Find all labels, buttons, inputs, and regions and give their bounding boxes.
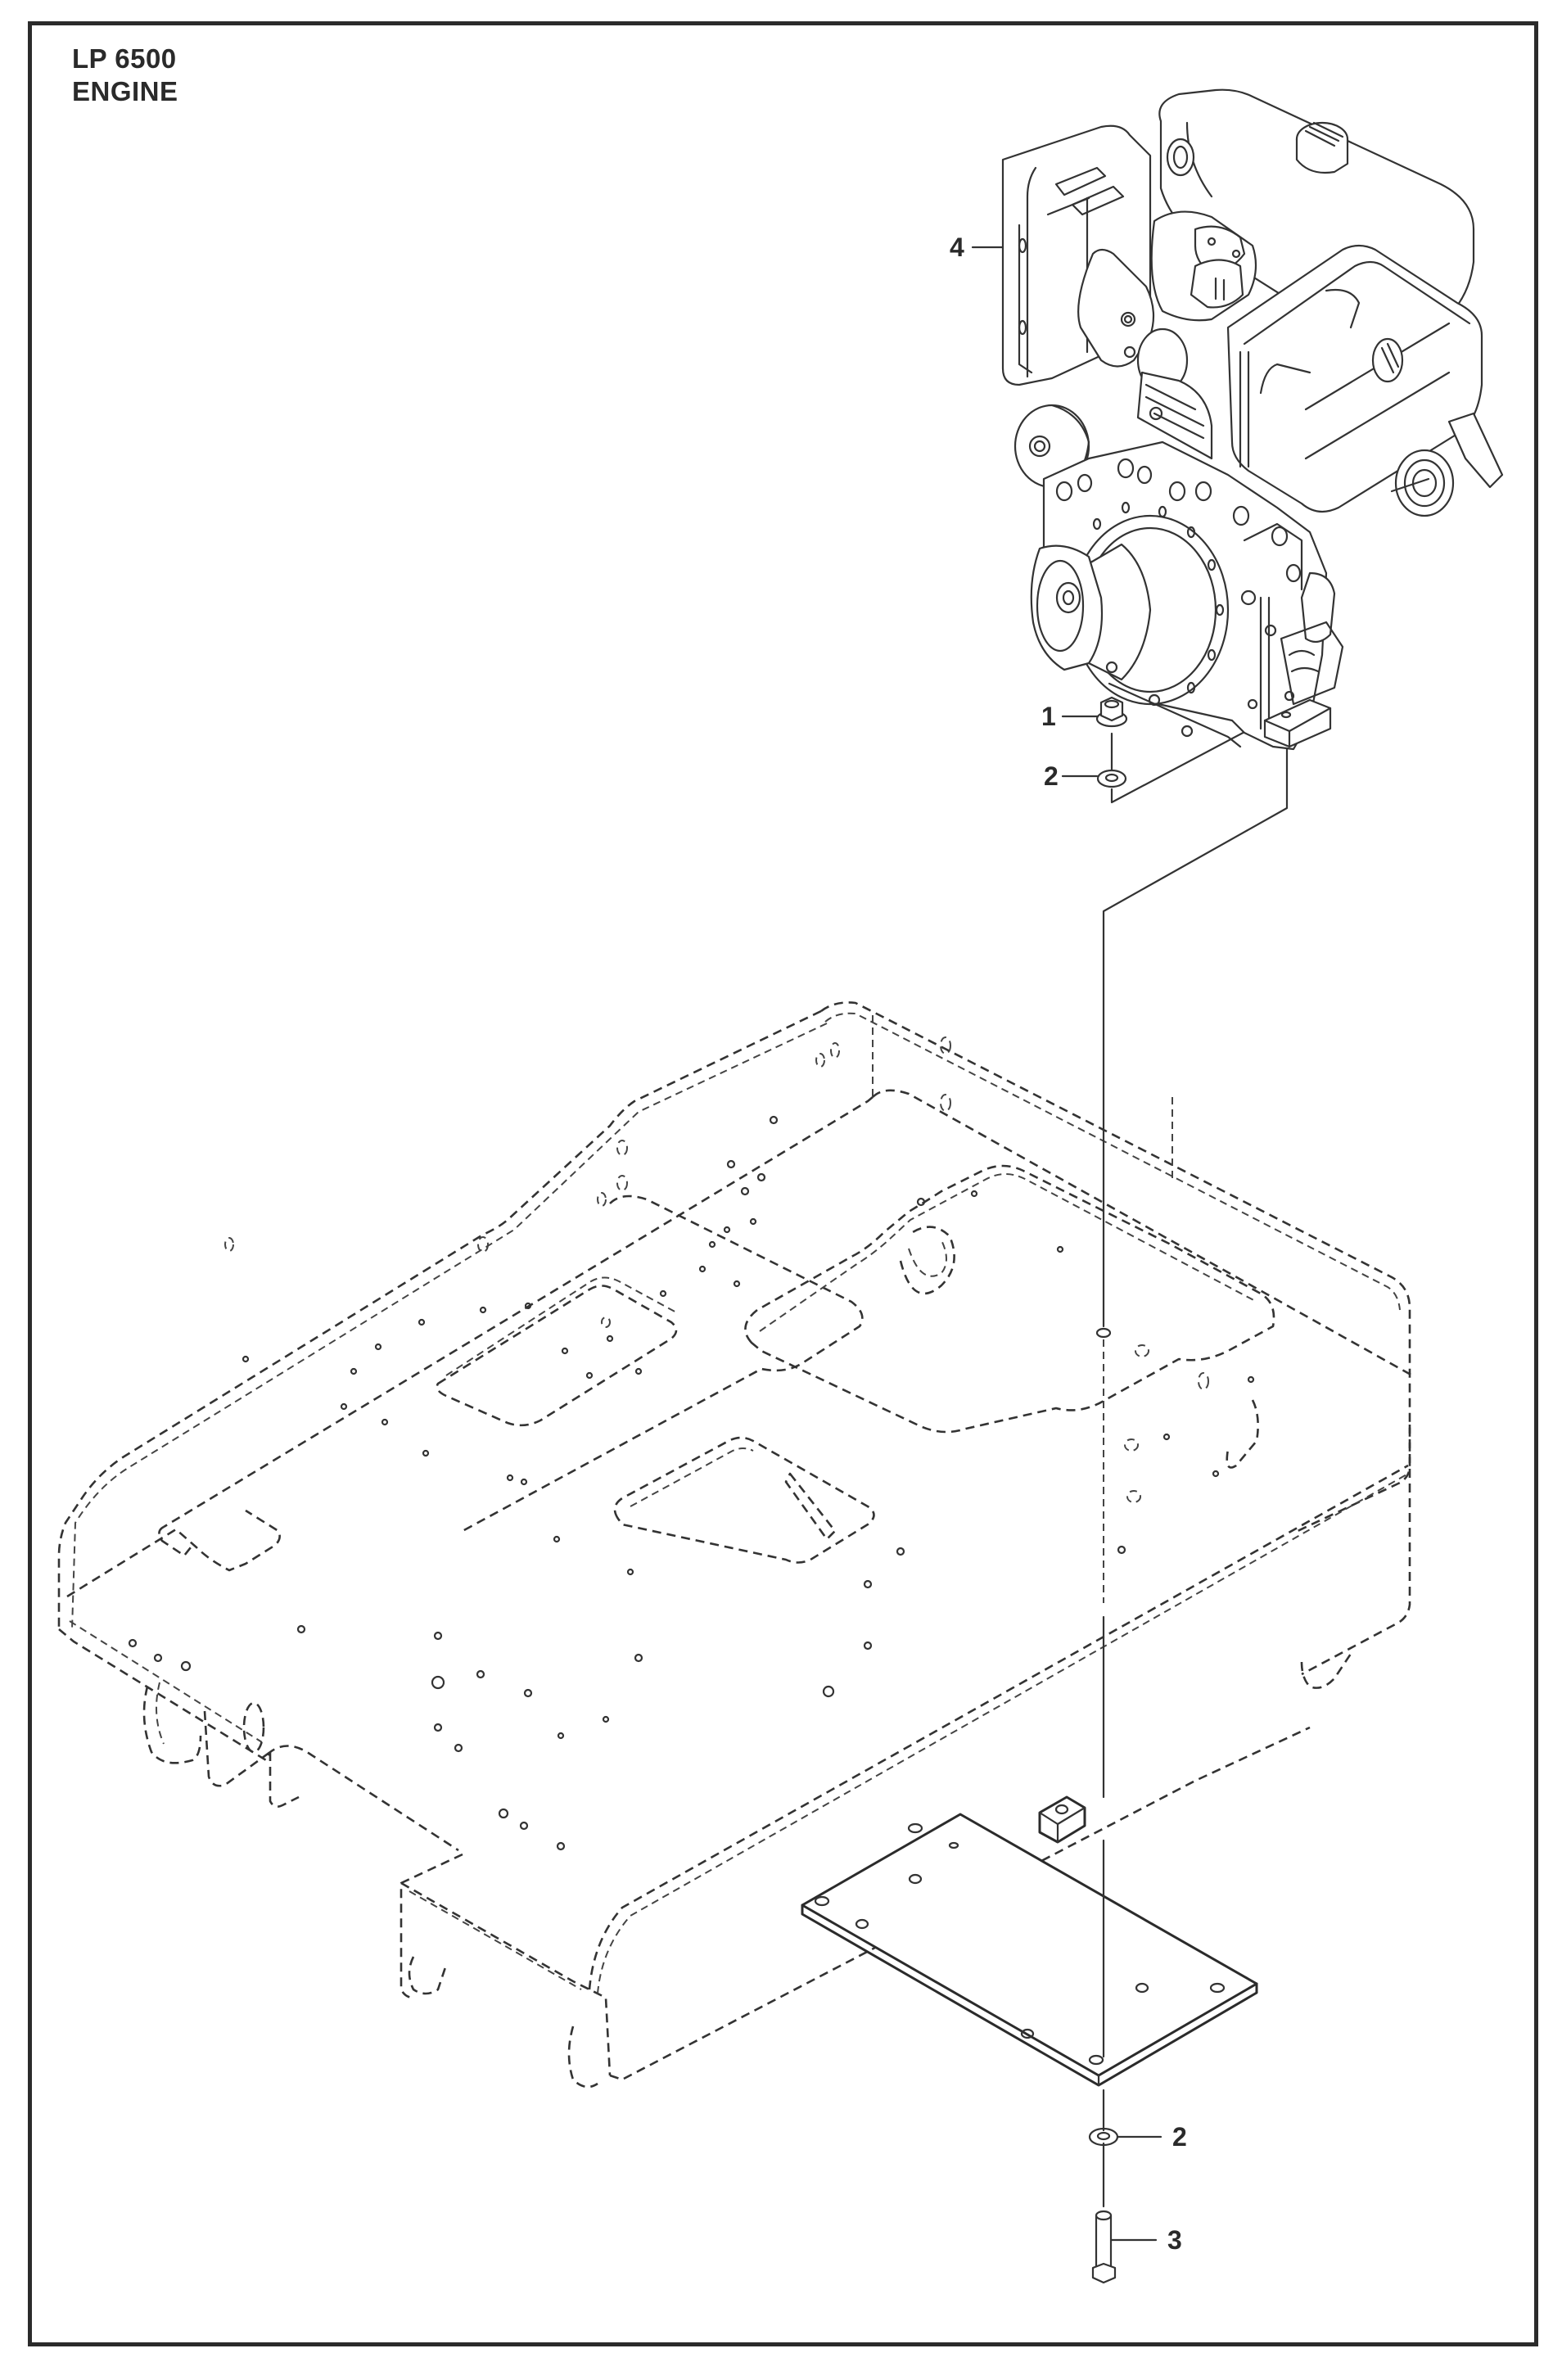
engine-part-4 (1001, 88, 1504, 751)
chassis-frame-phantom (57, 1001, 1413, 2089)
diagram-title: LP 6500 ENGINE (72, 43, 178, 108)
bolt-part-3 (1091, 2210, 1117, 2284)
spacer-block (1038, 1795, 1086, 1844)
washer-part-2-upper (1096, 769, 1127, 788)
flange-nut-part-1 (1095, 696, 1128, 728)
callout-1-flange-nut: 1 (1041, 702, 1056, 731)
callout-2-washer-upper: 2 (1044, 761, 1059, 791)
model-label: LP 6500 (72, 43, 177, 74)
callout-3-bolt: 3 (1167, 2225, 1182, 2255)
callout-2-washer-lower: 2 (1172, 2122, 1187, 2152)
mounting-plate (801, 1813, 1258, 2087)
callout-leaders (971, 246, 1162, 2242)
callout-4-engine: 4 (950, 233, 964, 262)
page-border-frame (28, 21, 1538, 2346)
section-label: ENGINE (72, 76, 178, 106)
